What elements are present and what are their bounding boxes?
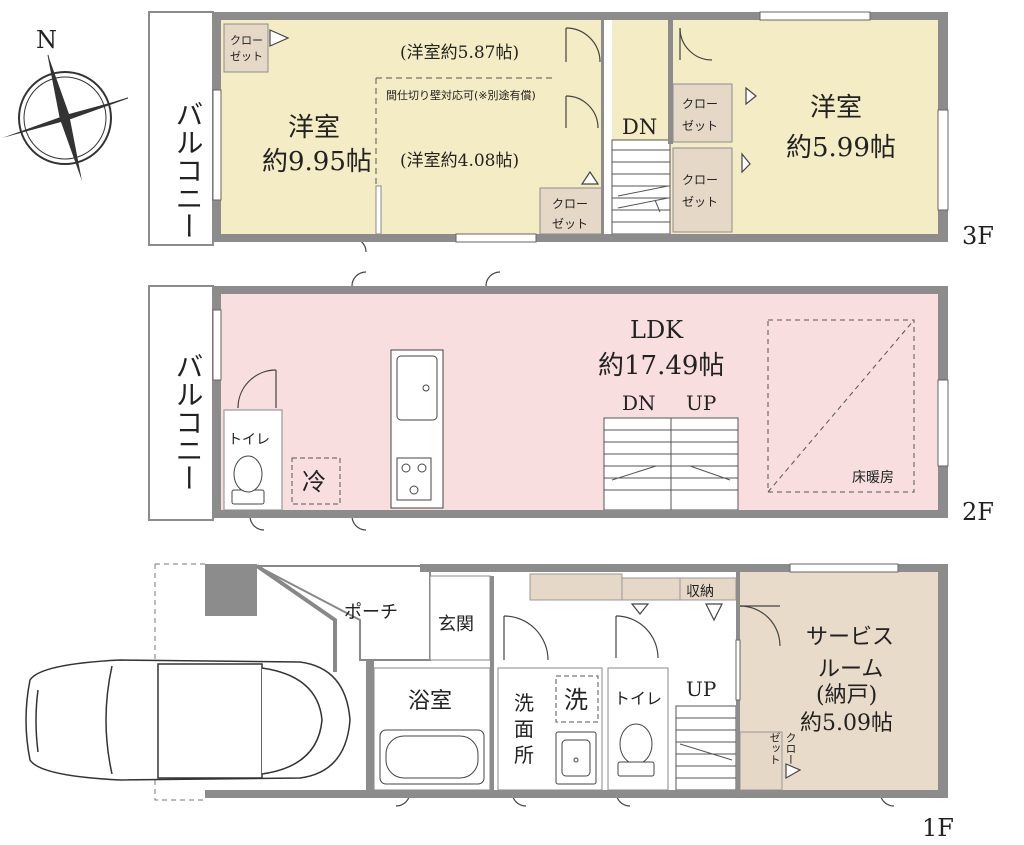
closet-a-label: クロー ゼット — [230, 34, 267, 63]
balcony-2f-label: バルコニー — [172, 352, 205, 492]
floor-label-3f: 3F — [962, 222, 994, 250]
floor-heating-area — [767, 319, 915, 493]
column — [205, 564, 257, 616]
fridge-space — [291, 457, 341, 505]
closet-b-label: クロー ゼット — [682, 97, 722, 133]
closet-d — [539, 187, 603, 235]
floor-label-2f: 2F — [962, 498, 994, 526]
doors-1f — [395, 603, 895, 807]
closet-a — [223, 23, 269, 73]
balcony-2f — [148, 285, 214, 521]
entrance-label: 玄関 — [438, 614, 474, 635]
car-icon — [25, 659, 351, 781]
stair-1f — [675, 705, 737, 791]
stair-2f-up: UP — [686, 391, 716, 415]
compass-north-label: N — [36, 26, 57, 54]
kitchen-counter — [390, 349, 444, 509]
floor-2f: バルコニー — [148, 271, 994, 531]
stair-2f-dn: DN — [622, 391, 656, 415]
toilet-2f-icon — [231, 455, 265, 505]
balcony-3f-label: バルコニー — [172, 100, 205, 240]
floor-label-1f: 1F — [922, 814, 954, 842]
ldk-size: 約17.49帖 — [598, 351, 724, 381]
porch-label: ポーチ — [344, 602, 398, 623]
room-right-name: 洋室 — [810, 93, 862, 123]
room-left-size: 約9.95帖 — [262, 147, 372, 177]
ldk-room — [221, 294, 938, 510]
floor-heating-label: 床暖房 — [852, 470, 894, 486]
western-room-left — [221, 20, 601, 234]
sink-icon — [555, 731, 597, 785]
ldk-name: LDK — [630, 316, 684, 344]
storage-strip — [529, 573, 623, 601]
closet-c-label: クロー ゼット — [682, 173, 722, 209]
stair-3f-label: DN — [622, 115, 657, 139]
sub-room-bottom: (洋室約4.08帖) — [400, 151, 519, 171]
closet-c — [672, 147, 733, 233]
stair-3f — [611, 139, 671, 235]
toilet-2f-label: トイレ — [228, 432, 270, 448]
stair-1f-up: UP — [686, 677, 716, 701]
partition-note: 間仕切り壁対応可(※別途有償) — [386, 88, 536, 102]
washer-label: 洗 — [564, 686, 588, 714]
svg-text:バルコニー: バルコニー — [172, 352, 205, 492]
closet-1f — [739, 731, 783, 791]
fridge-label: 冷 — [302, 468, 326, 496]
compass-star-icon — [2, 54, 129, 181]
sub-room-top: (洋室約5.87帖) — [400, 43, 519, 63]
bath-label: 浴室 — [408, 689, 452, 714]
bathtub-icon — [379, 729, 485, 785]
closet-b — [672, 83, 733, 143]
toilet-1f-icon — [617, 723, 655, 777]
closet-d-label: クロー ゼット — [552, 197, 592, 231]
doors-3f — [269, 27, 757, 253]
room-right-size: 約5.99帖 — [786, 133, 896, 163]
service-room-label: サービス ルーム (納戸) 約5.09帖 — [800, 625, 901, 736]
floor-1f: ポーチ 玄関 収納 サービス ルーム (納戸) 約5.09帖 浴室 洗 面 所 … — [25, 563, 954, 842]
washer-space — [555, 675, 599, 723]
storage-label: 収納 — [686, 584, 714, 600]
washroom-label: 洗 面 所 — [514, 691, 540, 767]
floor-3f: バルコニー — [148, 11, 994, 253]
room-left-name: 洋室 — [288, 113, 340, 143]
compass: N — [2, 26, 129, 181]
svg-text:バルコニー: バルコニー — [172, 100, 205, 240]
toilet-1f-label: トイレ — [614, 689, 662, 708]
